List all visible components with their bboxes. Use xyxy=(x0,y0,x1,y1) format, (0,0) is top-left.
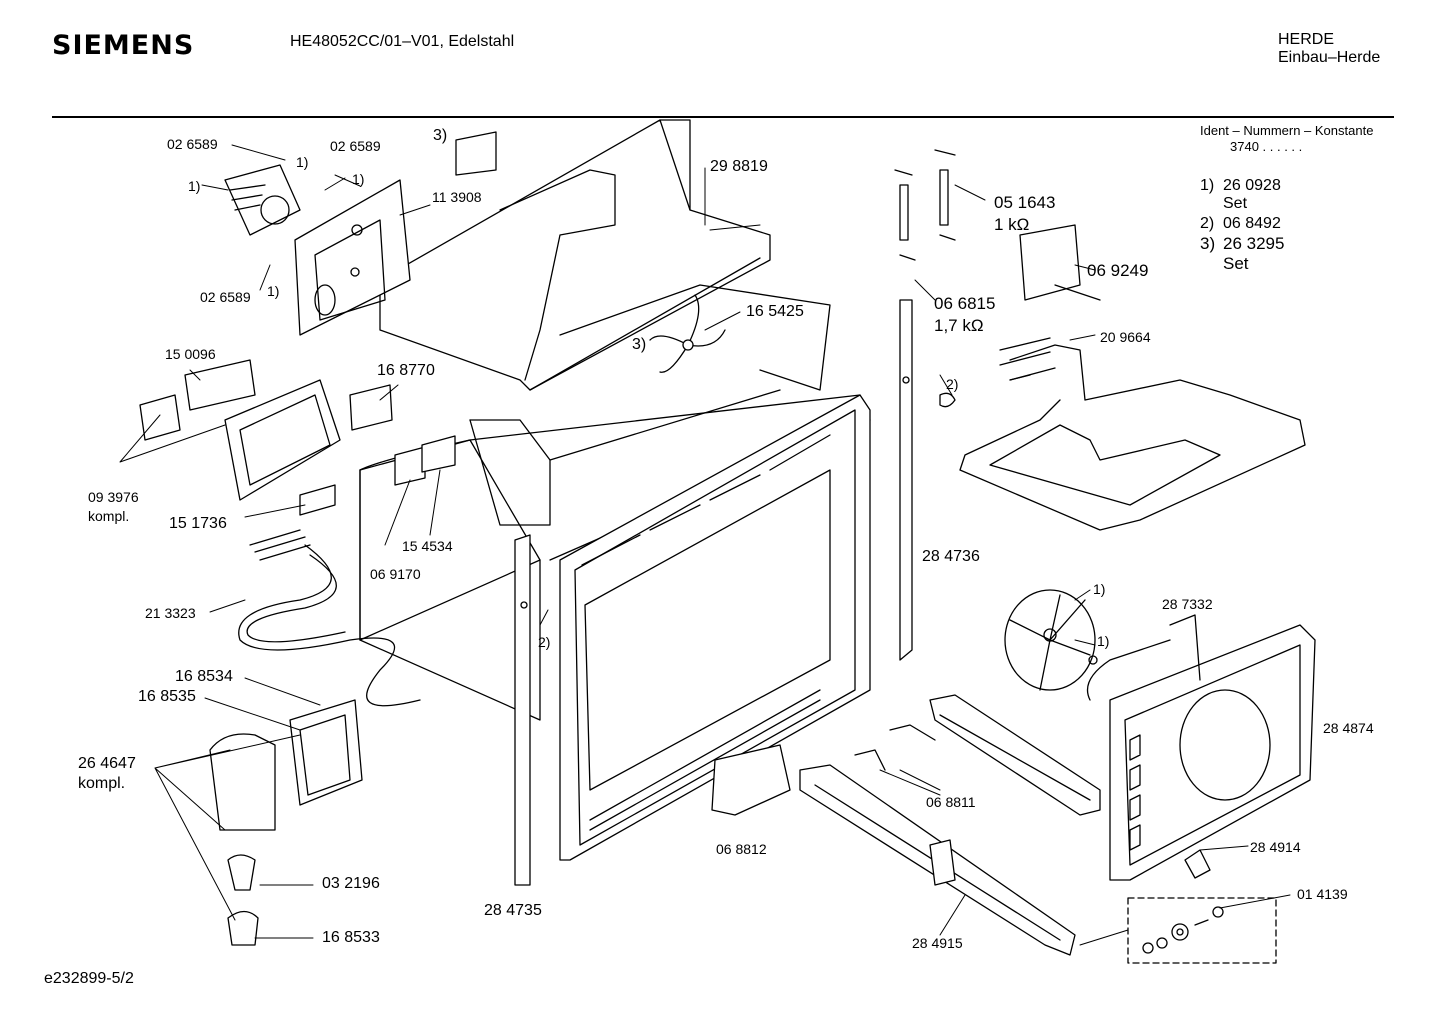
ref-marker: 1) xyxy=(296,154,309,170)
drawing-id: e232899-5/2 xyxy=(44,970,134,987)
part-label-051643: 05 1643 xyxy=(994,193,1056,212)
ref-marker: 1) xyxy=(1093,581,1106,597)
part-label-284735: 28 4735 xyxy=(484,902,542,919)
part-label-168533: 16 8533 xyxy=(322,929,380,946)
temperature-sensors xyxy=(894,149,1101,408)
part-label-209664: 20 9664 xyxy=(1100,329,1151,345)
ref-marker: 2) xyxy=(538,634,551,650)
part-label-298819: 29 8819 xyxy=(710,158,768,175)
legend-note-1: Set xyxy=(1223,195,1248,212)
ref-marker: 3) xyxy=(632,336,647,353)
thermostats xyxy=(394,435,456,486)
legend-key-3: 3) xyxy=(1200,234,1216,253)
shelf-rails xyxy=(711,694,1101,956)
ref-marker: 1) xyxy=(267,283,280,299)
ident-constant: 3740 . . . . . . xyxy=(1230,139,1303,154)
part-label-168770: 16 8770 xyxy=(377,362,435,379)
legend-number-2: 06 8492 xyxy=(1223,215,1281,232)
ref-marker: 2) xyxy=(946,376,959,392)
connector-plate xyxy=(139,359,393,516)
part-label-284736: 28 4736 xyxy=(922,548,980,565)
part-label-284874: 28 4874 xyxy=(1323,720,1374,736)
ref-marker: 1) xyxy=(188,178,201,194)
part-label-150096: 15 0096 xyxy=(165,346,216,362)
part-label-026589-b: 02 6589 xyxy=(330,138,381,154)
part-label-154534: 15 4534 xyxy=(402,538,453,554)
top-duct xyxy=(379,119,831,526)
part-label-284914: 28 4914 xyxy=(1250,839,1301,855)
legend-key-2: 2) xyxy=(1200,215,1215,232)
legend-number-1: 26 0928 xyxy=(1223,177,1281,194)
convection-fan xyxy=(1004,589,1098,691)
part-label-kompl-a: kompl. xyxy=(88,508,130,524)
ref-marker: 1) xyxy=(1097,633,1110,649)
legend-number-3: 26 3295 xyxy=(1223,234,1285,253)
part-label-069170: 06 9170 xyxy=(370,566,421,582)
part-label-026589-c: 02 6589 xyxy=(200,289,251,305)
part-label-168535: 16 8535 xyxy=(138,688,196,705)
category-label: HERDE xyxy=(1278,31,1335,48)
part-label-066815: 06 6815 xyxy=(934,294,996,313)
ident-title: Ident – Nummern – Konstante xyxy=(1200,123,1374,138)
ref-marker: 1) xyxy=(352,171,365,187)
grill-heater xyxy=(959,337,1306,531)
bottom-heater xyxy=(238,529,421,707)
resistance-1k: 1 kΩ xyxy=(994,215,1030,234)
part-label-264647: 26 4647 xyxy=(78,755,136,772)
part-label-032196: 03 2196 xyxy=(322,875,380,892)
legend-key-1: 1) xyxy=(1200,177,1215,194)
fan-blade xyxy=(649,294,726,373)
resistance-1-7k: 1,7 kΩ xyxy=(934,316,984,335)
subcategory-label: Einbau–Herde xyxy=(1278,49,1381,66)
part-label-093976: 09 3976 xyxy=(88,489,139,505)
ref-marker: 3) xyxy=(433,127,448,144)
leader-lines xyxy=(119,144,1291,946)
fan-cover xyxy=(1086,614,1316,881)
part-label-284915: 28 4915 xyxy=(912,935,963,951)
oven-lamp xyxy=(209,699,363,946)
model-title: HE48052CC/01–V01, Edelstahl xyxy=(290,33,515,50)
brand-logo: SIEMENS xyxy=(52,30,195,61)
part-label-165425: 16 5425 xyxy=(746,303,804,320)
part-label-213323: 21 3323 xyxy=(145,605,196,621)
legend-note-3: Set xyxy=(1223,254,1249,273)
part-label-168534: 16 8534 xyxy=(175,668,233,685)
part-label-287332: 28 7332 xyxy=(1162,596,1213,612)
header-divider xyxy=(52,116,1394,118)
part-label-151736: 15 1736 xyxy=(169,515,227,532)
back-panel-motor xyxy=(224,131,497,336)
part-label-069249: 06 9249 xyxy=(1087,261,1149,280)
screw-kit xyxy=(1127,897,1277,964)
front-frame xyxy=(514,299,913,886)
part-label-113908: 11 3908 xyxy=(432,189,482,205)
part-label-kompl-b: kompl. xyxy=(78,775,126,792)
part-label-068811: 06 8811 xyxy=(926,794,976,810)
part-label-026589-a: 02 6589 xyxy=(167,136,218,152)
part-label-014139: 01 4139 xyxy=(1297,886,1348,902)
part-label-068812: 06 8812 xyxy=(716,841,767,857)
